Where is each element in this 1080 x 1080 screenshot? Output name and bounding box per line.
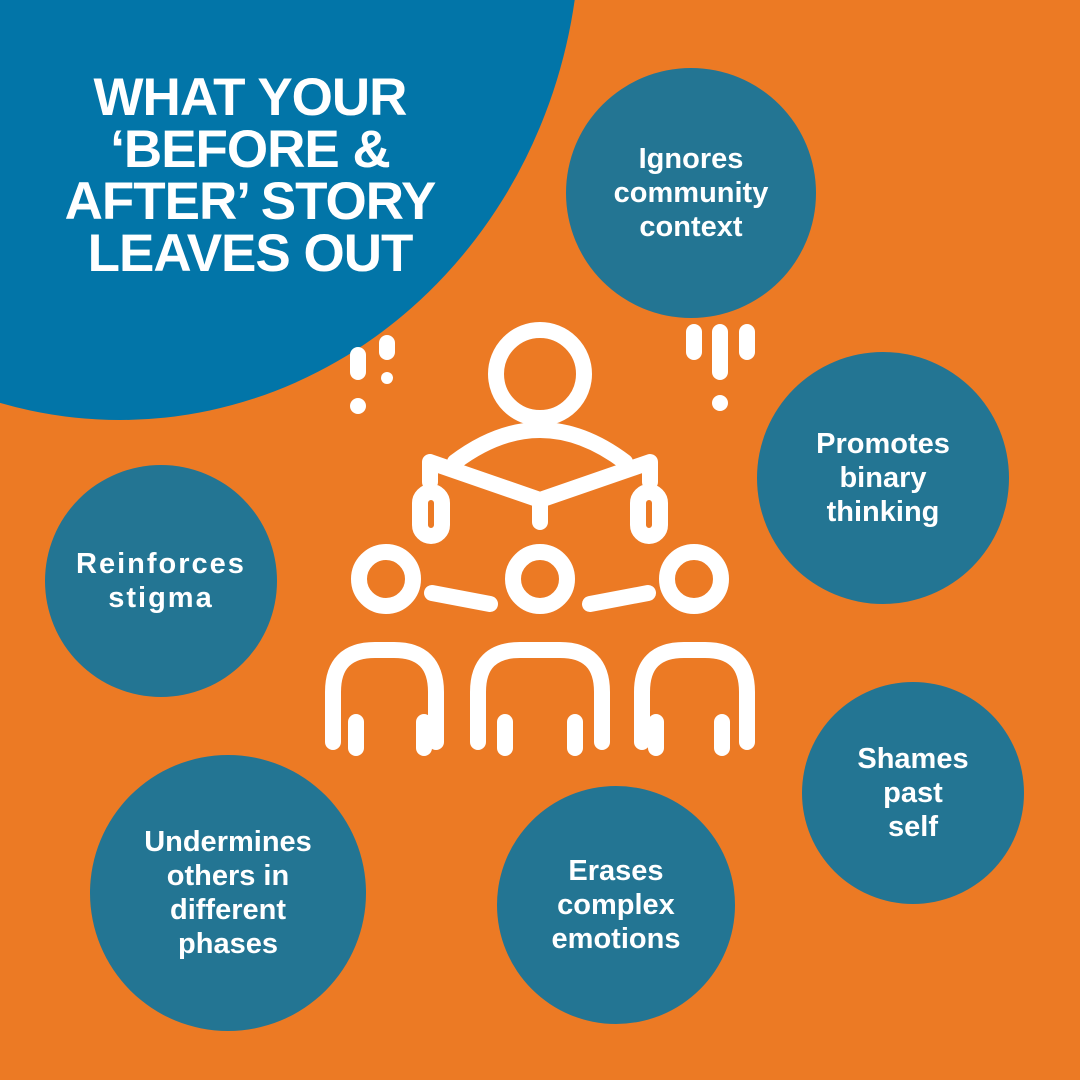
infographic-title: WHAT YOUR ‘BEFORE & AFTER’ STORY LEAVES …	[64, 68, 437, 283]
